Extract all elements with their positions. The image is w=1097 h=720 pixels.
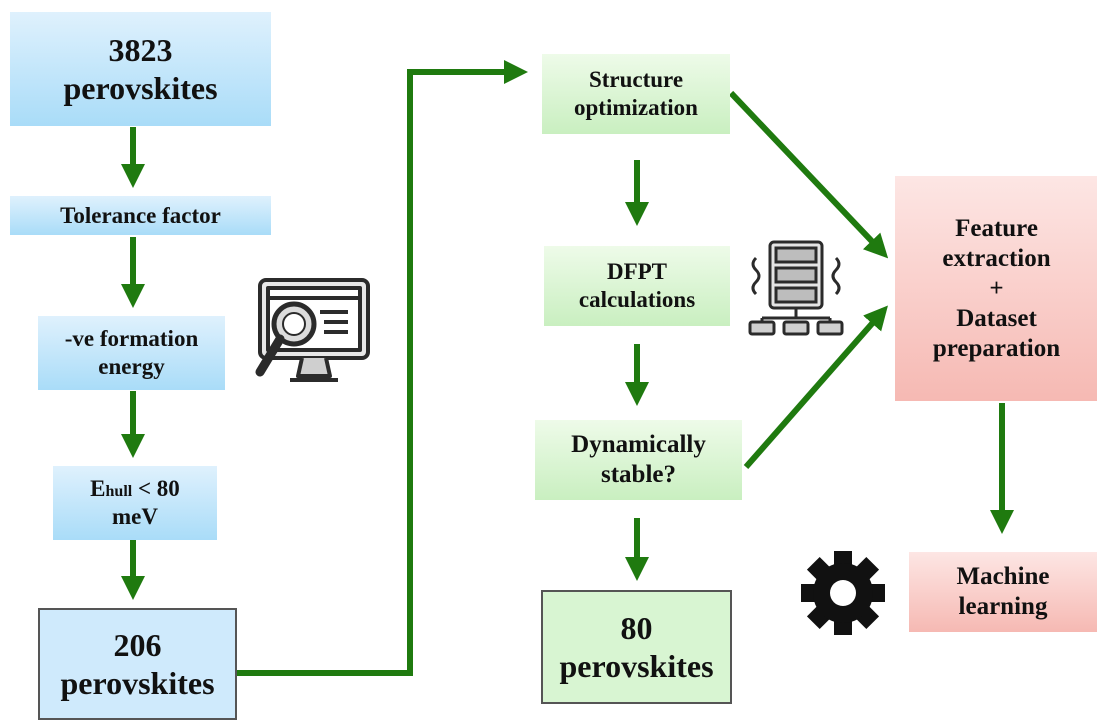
dfpt-calculations-box: DFPT calculations: [544, 246, 730, 326]
result-80-label: perovskites: [559, 648, 714, 684]
formation-energy-box: -ve formation energy: [38, 316, 225, 390]
ehull-unit: meV: [112, 504, 158, 529]
formation-line2: energy: [98, 354, 165, 379]
gear-icon: [801, 551, 885, 635]
stable-line1: Dynamically: [571, 431, 706, 458]
ml-line2: learning: [958, 593, 1048, 620]
feature-line2: extraction: [942, 244, 1051, 272]
feature-line4: Dataset: [956, 304, 1037, 332]
tolerance-label: Tolerance factor: [60, 202, 221, 228]
result-206-count: 206: [113, 626, 162, 663]
structure-line2: optimization: [574, 95, 698, 120]
search-monitor-icon: [255, 278, 370, 382]
feature-plus: +: [989, 274, 1004, 302]
formation-line1: -ve formation: [64, 326, 199, 352]
dfpt-line2: calculations: [578, 287, 696, 312]
feature-extraction-box: Feature extraction + Dataset preparation: [895, 176, 1097, 401]
dfpt-line1: DFPT: [606, 259, 668, 285]
result-80-count: 80: [620, 609, 653, 646]
stable-line2: stable?: [601, 461, 676, 488]
dynamically-stable-box: Dynamically stable?: [535, 420, 742, 500]
result-80-box: 80 perovskites: [541, 590, 732, 704]
start-perovskites-box: 3823 perovskites: [10, 12, 271, 126]
tolerance-factor-box: Tolerance factor: [10, 196, 271, 235]
ehull-threshold: < 80: [132, 476, 180, 502]
result-206-label: perovskites: [60, 665, 215, 701]
structure-line1: Structure: [588, 67, 684, 93]
machine-learning-box: Machine learning: [909, 552, 1097, 632]
feature-line5: preparation: [932, 334, 1061, 362]
ml-line1: Machine: [956, 563, 1050, 590]
server-icon: [748, 240, 844, 336]
start-label: perovskites: [63, 70, 218, 106]
structure-optimization-box: Structure optimization: [542, 54, 730, 134]
ehull-subscript: hull: [105, 483, 133, 501]
arrow-structure-to-feature: [728, 90, 889, 259]
arrow-stable-to-feature: [743, 305, 888, 469]
ehull-symbol: E: [90, 476, 106, 502]
arrow-206-to-structure: [237, 60, 528, 676]
result-206-box: 206 perovskites: [38, 608, 237, 720]
ehull-line1: Ehull < 80: [90, 475, 180, 503]
start-count: 3823: [108, 31, 173, 68]
feature-line1: Feature: [955, 214, 1038, 242]
ehull-box: Ehull < 80 meV: [53, 466, 217, 540]
